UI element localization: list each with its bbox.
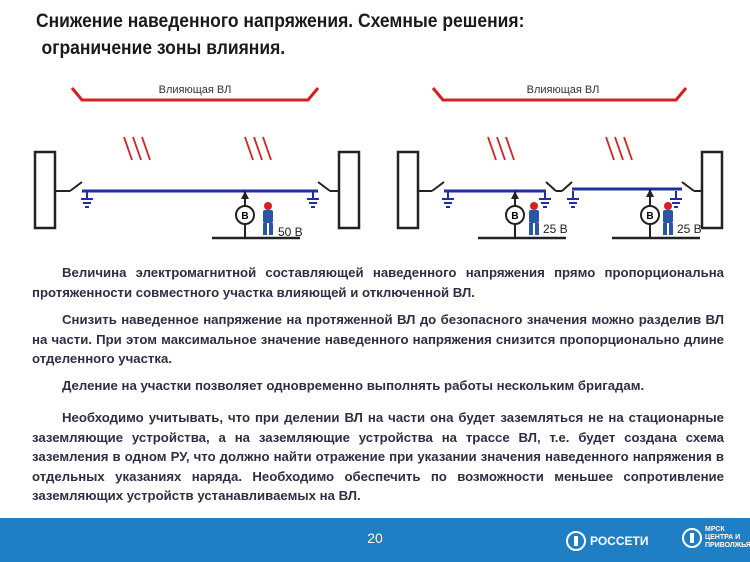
footer-bar: 20 РОССЕТИ МРСК ЦЕНТРА И ПРИВОЛЖЬЯ <box>0 518 750 562</box>
voltage-label-right-1: 25 В <box>543 222 568 236</box>
influencing-line-left <box>70 87 320 102</box>
ground-symbol-right-2 <box>539 191 551 208</box>
title-line-2: ограничение зоны влияния. <box>41 38 286 59</box>
substation-left-b <box>337 150 361 230</box>
mrsk-logo-icon <box>682 528 702 548</box>
mrsk-logo-text: МРСК ЦЕНТРА И ПРИВОЛЖЬЯ <box>705 526 750 549</box>
influencing-line-label-left: Влияющая ВЛ <box>159 84 232 96</box>
ground-symbol-right-3 <box>567 191 579 208</box>
schematic-diagram: Влияющая ВЛ В 50 В Влияющая ВЛ <box>33 84 724 240</box>
voltmeter-right-2 <box>640 205 660 225</box>
voltmeter-right-1 <box>505 205 525 225</box>
voltmeter-symbol-right-2: В <box>646 211 653 222</box>
ground-symbol-right-1 <box>442 191 454 208</box>
rosseti-logo-text: РОССЕТИ <box>590 534 649 548</box>
worker-icon-right-1 <box>529 202 539 235</box>
page-number: 20 <box>367 530 383 546</box>
voltage-label-left: 50 В <box>278 225 303 239</box>
rosseti-logo-icon <box>566 531 586 551</box>
ground-symbol-right-4 <box>670 191 682 208</box>
voltmeter-symbol-right-1: В <box>511 211 518 222</box>
mrsk-logo: МРСК ЦЕНТРА И ПРИВОЛЖЬЯ <box>682 526 750 550</box>
ground-symbol-left-1 <box>81 191 93 208</box>
substation-right-b <box>700 150 724 230</box>
paragraph-1: Величина электромагнитной составляющей н… <box>32 265 724 300</box>
left-scheme: Влияющая ВЛ В 50 В <box>33 84 361 240</box>
paragraph-3: Деление на участки позволяет одновременн… <box>62 378 645 393</box>
ground-symbol-left-2 <box>307 191 319 208</box>
voltmeter-symbol-left: В <box>241 211 248 222</box>
substation-left-a <box>33 150 57 230</box>
worker-icon-left <box>263 202 273 235</box>
voltmeter-left <box>235 205 255 225</box>
worker-icon-right-2 <box>663 202 673 235</box>
influencing-line-right <box>431 87 688 102</box>
slide-title: Снижение наведенного напряжения. Схемные… <box>36 8 588 62</box>
title-line-1: Снижение наведенного напряжения. Схемные… <box>36 11 525 32</box>
paragraph-2: Снизить наведенное напряжение на протяже… <box>32 312 724 366</box>
rosseti-logo: РОССЕТИ <box>566 531 648 551</box>
substation-right-a <box>396 150 420 230</box>
induction-arrows-right <box>487 136 633 161</box>
influencing-line-label-right: Влияющая ВЛ <box>527 84 600 96</box>
induction-arrows-left <box>123 136 272 161</box>
paragraph-4: Необходимо учитывать, что при делении ВЛ… <box>32 410 724 503</box>
right-scheme: Влияющая ВЛ В 25 В <box>396 84 724 240</box>
voltage-label-right-2: 25 В <box>677 222 702 236</box>
